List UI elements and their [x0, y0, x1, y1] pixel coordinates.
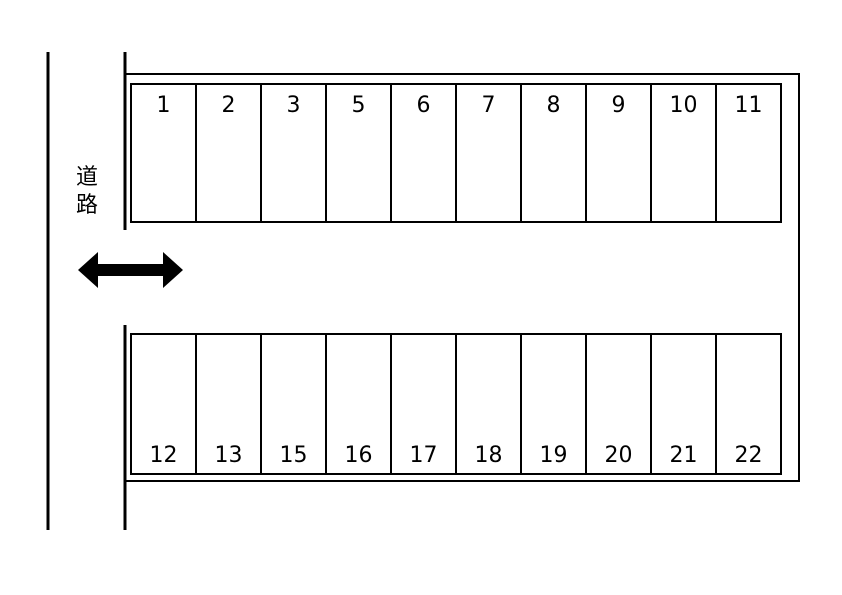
parking-stall: [130, 83, 197, 223]
parking-stall: [195, 83, 262, 223]
parking-stall: [650, 83, 717, 223]
parking-stall: [195, 333, 262, 475]
road-label-char-1: 道: [76, 165, 98, 190]
stall-number-label: 8: [547, 93, 561, 118]
lot-outer-boundary: [125, 73, 800, 482]
stall-number-label: 9: [612, 93, 626, 118]
parking-stall: [130, 333, 197, 475]
stall-number-label: 7: [482, 93, 496, 118]
parking-stall: [455, 83, 522, 223]
bottom-stall-row: 12 13 15 16 17 18 19 20 21 22: [130, 333, 782, 475]
stall-number-label: 11: [735, 93, 763, 118]
parking-stall: [325, 83, 392, 223]
parking-stall: [260, 83, 327, 223]
stall-number-label: 18: [475, 443, 503, 468]
stall-number-label: 19: [540, 443, 568, 468]
parking-stall: [715, 333, 782, 475]
parking-stall: [650, 333, 717, 475]
parking-stall: [715, 83, 782, 223]
stall-number-label: 1: [157, 93, 171, 118]
stall-number-label: 10: [670, 93, 698, 118]
parking-stall: [325, 333, 392, 475]
road-label-char-2: 路: [76, 193, 98, 218]
stall-number-label: 16: [345, 443, 373, 468]
stall-number-label: 20: [605, 443, 633, 468]
stall-number-label: 3: [287, 93, 301, 118]
stall-number-label: 22: [735, 443, 763, 468]
top-stall-row: 1 2 3 5 6 7 8 9 10 11: [130, 83, 782, 223]
stall-number-label: 2: [222, 93, 236, 118]
stall-number-label: 15: [280, 443, 308, 468]
stall-number-label: 5: [352, 93, 366, 118]
two-way-arrow-icon: [78, 252, 183, 288]
stall-number-label: 12: [150, 443, 178, 468]
stall-number-label: 17: [410, 443, 438, 468]
stall-number-label: 21: [670, 443, 698, 468]
parking-stall: [585, 333, 652, 475]
parking-stall: [260, 333, 327, 475]
stall-number-label: 6: [417, 93, 431, 118]
stall-number-label: 13: [215, 443, 243, 468]
